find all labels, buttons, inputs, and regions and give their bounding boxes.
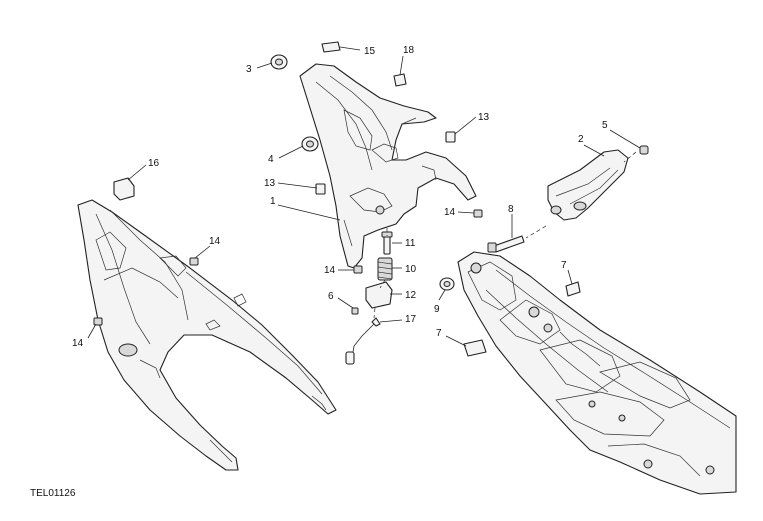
bolt-8 [487, 235, 525, 253]
spring-10 [377, 257, 393, 281]
cable-17 [345, 317, 381, 365]
grab-handle-2 [547, 149, 629, 221]
clip-14-left-upper [189, 257, 199, 266]
clip-14-center-right [473, 209, 483, 218]
left-side-panel [77, 199, 337, 471]
callout-11: 11 [405, 238, 416, 249]
drawing-code: TEL01126 [30, 488, 76, 499]
callout-16: 16 [148, 158, 160, 169]
clip-14-left-lower [93, 317, 103, 326]
bolt-7-lower [463, 339, 487, 357]
callout-14-left-lower: 14 [72, 338, 84, 349]
callout-10: 10 [405, 264, 417, 275]
callout-18: 18 [403, 45, 415, 56]
callout-14-left-upper: 14 [209, 236, 221, 247]
callout-14-center-right: 14 [444, 207, 456, 218]
nut-18 [393, 73, 407, 87]
callout-14-center: 14 [324, 265, 336, 276]
bolt-7-upper [565, 281, 581, 297]
washer-9 [439, 277, 455, 291]
callout-7-upper: 7 [561, 260, 567, 271]
rear-subframe [457, 251, 737, 495]
callout-5: 5 [602, 120, 608, 131]
callout-15: 15 [364, 46, 376, 57]
callout-13-lower: 13 [264, 178, 276, 189]
bush-4 [301, 136, 319, 152]
callout-1: 1 [270, 196, 276, 207]
callout-7-lower: 7 [436, 328, 442, 339]
screw-5 [639, 145, 649, 155]
callout-labels: 3 15 18 13 4 16 13 1 14 14 11 14 10 12 6… [72, 45, 608, 349]
clip-16 [113, 177, 135, 201]
callout-9: 9 [434, 304, 440, 315]
callout-3: 3 [246, 64, 252, 75]
clip-13-upper [445, 131, 456, 143]
screw-6 [351, 307, 359, 315]
callout-8: 8 [508, 204, 514, 215]
callout-12: 12 [405, 290, 417, 301]
callout-2: 2 [578, 134, 584, 145]
bracket-12 [365, 281, 393, 309]
clip-14-center [353, 265, 363, 274]
clip-13-lower [315, 183, 326, 195]
center-tail-bracket [299, 63, 477, 269]
clip-15 [321, 41, 341, 53]
leader-lines [87, 46, 641, 347]
bush-3 [270, 54, 288, 70]
callout-17: 17 [405, 314, 417, 325]
callout-6: 6 [328, 291, 334, 302]
callout-4: 4 [268, 154, 274, 165]
callout-13-upper: 13 [478, 112, 490, 123]
